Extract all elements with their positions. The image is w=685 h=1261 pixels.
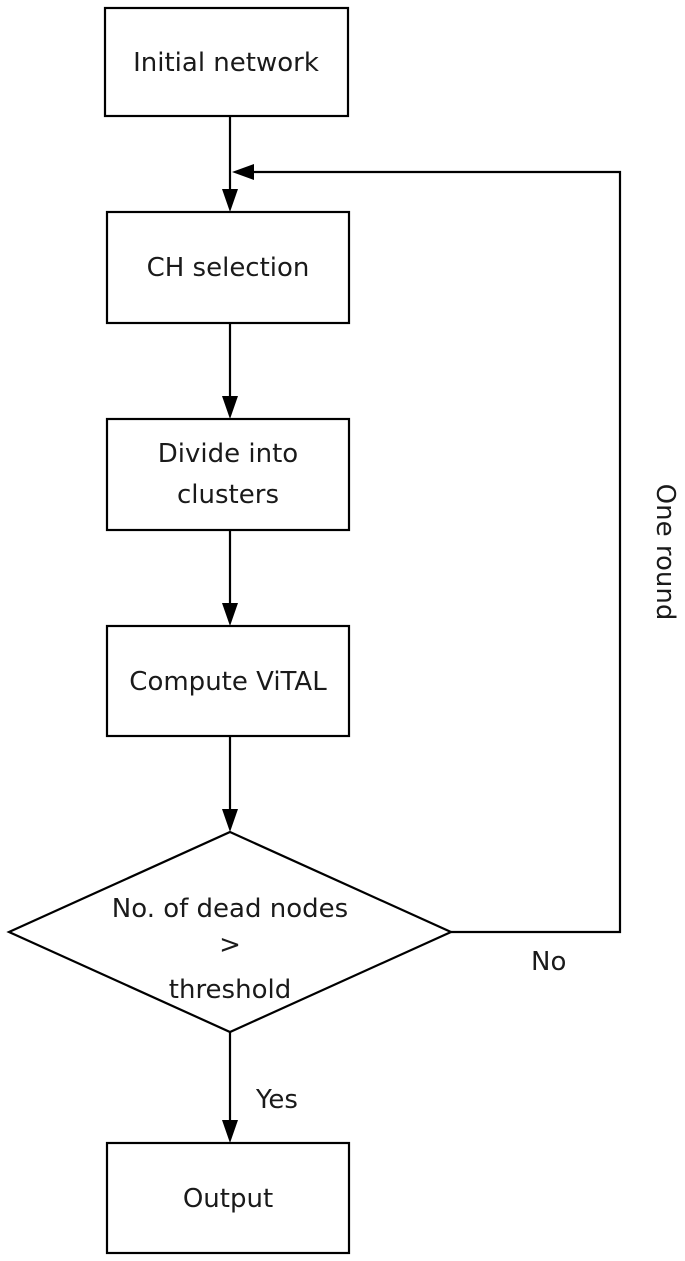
initial-network-label: Initial network <box>133 48 319 78</box>
node-decision: No. of dead nodes > threshold <box>6 830 454 1034</box>
arrowhead-down <box>222 1120 238 1143</box>
arrowhead-down <box>222 189 238 212</box>
arrowhead-left <box>232 164 254 180</box>
output-label: Output <box>183 1184 273 1214</box>
edge-compute-to-decision <box>222 736 238 832</box>
node-initial-network: Initial network <box>103 6 350 118</box>
edge-label-no: No <box>531 947 566 977</box>
edge-decision-to-output <box>222 1032 238 1143</box>
ch-selection-label: CH selection <box>147 253 310 283</box>
edge-label-one-round: One round <box>650 484 680 621</box>
node-divide-clusters: Divide into clusters <box>105 417 351 532</box>
ch-selection-box <box>105 210 351 325</box>
divide-clusters-label-line-2: clusters <box>177 480 279 510</box>
arrowhead-down <box>222 396 238 419</box>
divide-clusters-label-line-1: Divide into <box>158 439 298 469</box>
compute-vital-label: Compute ViTAL <box>129 667 327 697</box>
node-compute-vital: Compute ViTAL <box>105 624 351 738</box>
edge-ch-to-divide <box>222 323 238 419</box>
decision-label-line-2: > <box>219 930 241 960</box>
compute-vital-box <box>105 624 351 738</box>
edge-label-yes: Yes <box>255 1085 298 1115</box>
edge-divide-to-compute <box>222 530 238 626</box>
node-ch-selection: CH selection <box>105 210 351 325</box>
edge-decision-loop-back <box>232 164 622 934</box>
edge-initial-to-ch <box>222 116 238 212</box>
initial-network-box <box>103 6 350 118</box>
output-box <box>105 1141 351 1255</box>
decision-label-line-3: threshold <box>169 975 291 1005</box>
node-output: Output <box>105 1141 351 1255</box>
arrowhead-down <box>222 809 238 832</box>
arrowhead-down <box>222 603 238 626</box>
divide-clusters-box <box>105 417 351 532</box>
decision-label-line-1: No. of dead nodes <box>112 894 348 924</box>
